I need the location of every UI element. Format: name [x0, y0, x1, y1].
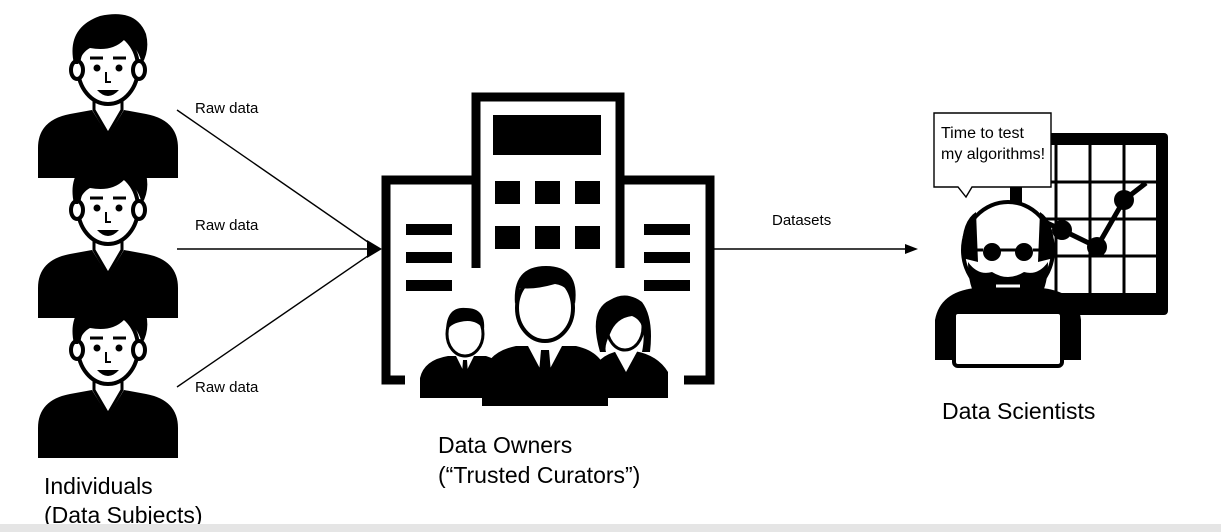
- business-people-icon: [420, 266, 668, 406]
- person-icon-top: [36, 12, 180, 180]
- bottom-scroll-strip: [0, 524, 1221, 532]
- raw-data-label-bottom: Raw data: [195, 379, 259, 396]
- speech-bubble: [933, 112, 1052, 199]
- data-owners-label-line1: Data Owners: [438, 432, 573, 458]
- person-icon-bottom: [36, 292, 180, 460]
- datasets-arrow: [714, 244, 918, 254]
- individuals-label-line1: Individuals: [44, 473, 153, 499]
- speech-bubble-text: Time to test my algorithms!: [941, 125, 1046, 163]
- data-scientist-icon: [935, 200, 1081, 368]
- data-owners-label-line2: (“Trusted Curators”): [438, 462, 641, 488]
- arrowhead-icon: [905, 244, 918, 254]
- building-icon: [381, 92, 715, 385]
- datasets-label: Datasets: [772, 212, 832, 229]
- person-icon-middle: [36, 152, 180, 320]
- raw-data-arrows: [176, 109, 382, 388]
- arrowhead-icon: [367, 240, 382, 258]
- data-scientists-label: Data Scientists: [942, 398, 1096, 424]
- raw-data-label-top: Raw data: [195, 100, 259, 117]
- individuals-label-line2: (Data Subjects): [44, 502, 203, 528]
- raw-data-label-middle: Raw data: [195, 217, 259, 234]
